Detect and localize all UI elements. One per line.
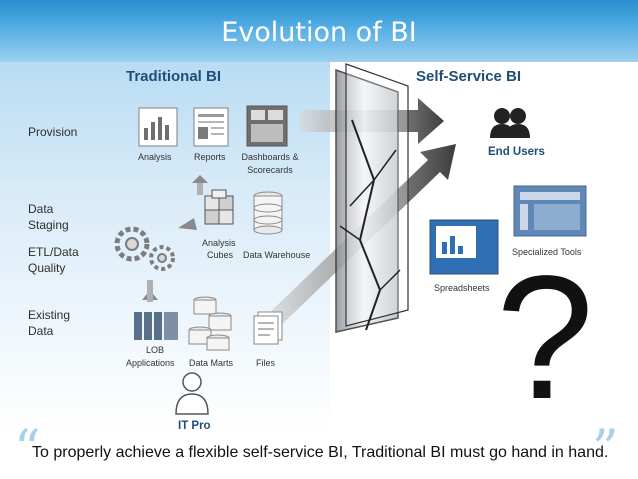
- reports-caption: Reports: [194, 152, 226, 163]
- question-mark: ?: [496, 250, 594, 426]
- etl-label-line1: ETL/Data: [28, 244, 79, 261]
- data-warehouse-icon: [254, 192, 282, 234]
- files-caption: Files: [256, 358, 275, 369]
- end-users-label: End Users: [488, 146, 545, 158]
- traditional-bi-heading: Traditional BI: [126, 68, 221, 85]
- spreadsheets-icon: [430, 220, 498, 274]
- data-warehouse-caption: Data Warehouse: [243, 250, 310, 261]
- it-pro-icon: [176, 373, 208, 414]
- existing-data-label-line2: Data: [28, 323, 53, 340]
- footer-caption: To properly achieve a flexible self-serv…: [32, 444, 608, 462]
- files-icon: [254, 312, 282, 344]
- lob-applications-icon: [134, 312, 178, 340]
- lob-caption-line1: LOB: [146, 345, 164, 356]
- data-marts-caption: Data Marts: [189, 358, 233, 369]
- etl-gears-icon: [117, 229, 173, 269]
- it-pro-label: IT Pro: [178, 420, 211, 432]
- end-users-icon: [490, 108, 530, 138]
- self-service-bi-heading: Self-Service BI: [416, 68, 521, 85]
- lob-caption-line2: Applications: [126, 358, 175, 369]
- etl-label-line2: Quality: [28, 260, 65, 277]
- analysis-cubes-caption-line2: Cubes: [207, 250, 233, 261]
- analysis-cubes-caption-line1: Analysis: [202, 238, 236, 249]
- dashboards-caption-line1: Dashboards &: [238, 152, 302, 163]
- reports-icon: [194, 108, 228, 146]
- dashboards-caption-line2: Scorecards: [238, 165, 302, 176]
- specialized-tools-icon: [514, 186, 586, 236]
- existing-data-label-line1: Existing: [28, 307, 70, 324]
- data-staging-label-line2: Staging: [28, 217, 69, 234]
- flow-arrow-gears-up: [142, 280, 158, 302]
- dashboards-icon: [247, 106, 287, 146]
- analysis-caption: Analysis: [138, 152, 172, 163]
- flow-arrow-etl-to-cubes: [178, 218, 197, 230]
- analysis-icon: [139, 108, 177, 146]
- flow-arrow-cubes-to-provision: [192, 175, 208, 195]
- analysis-cubes-icon: [205, 190, 233, 224]
- data-marts-icon: [189, 297, 231, 350]
- glass-wall: [336, 64, 408, 332]
- data-staging-label-line1: Data: [28, 201, 53, 218]
- provision-label: Provision: [28, 124, 77, 141]
- spreadsheets-caption: Spreadsheets: [434, 283, 490, 294]
